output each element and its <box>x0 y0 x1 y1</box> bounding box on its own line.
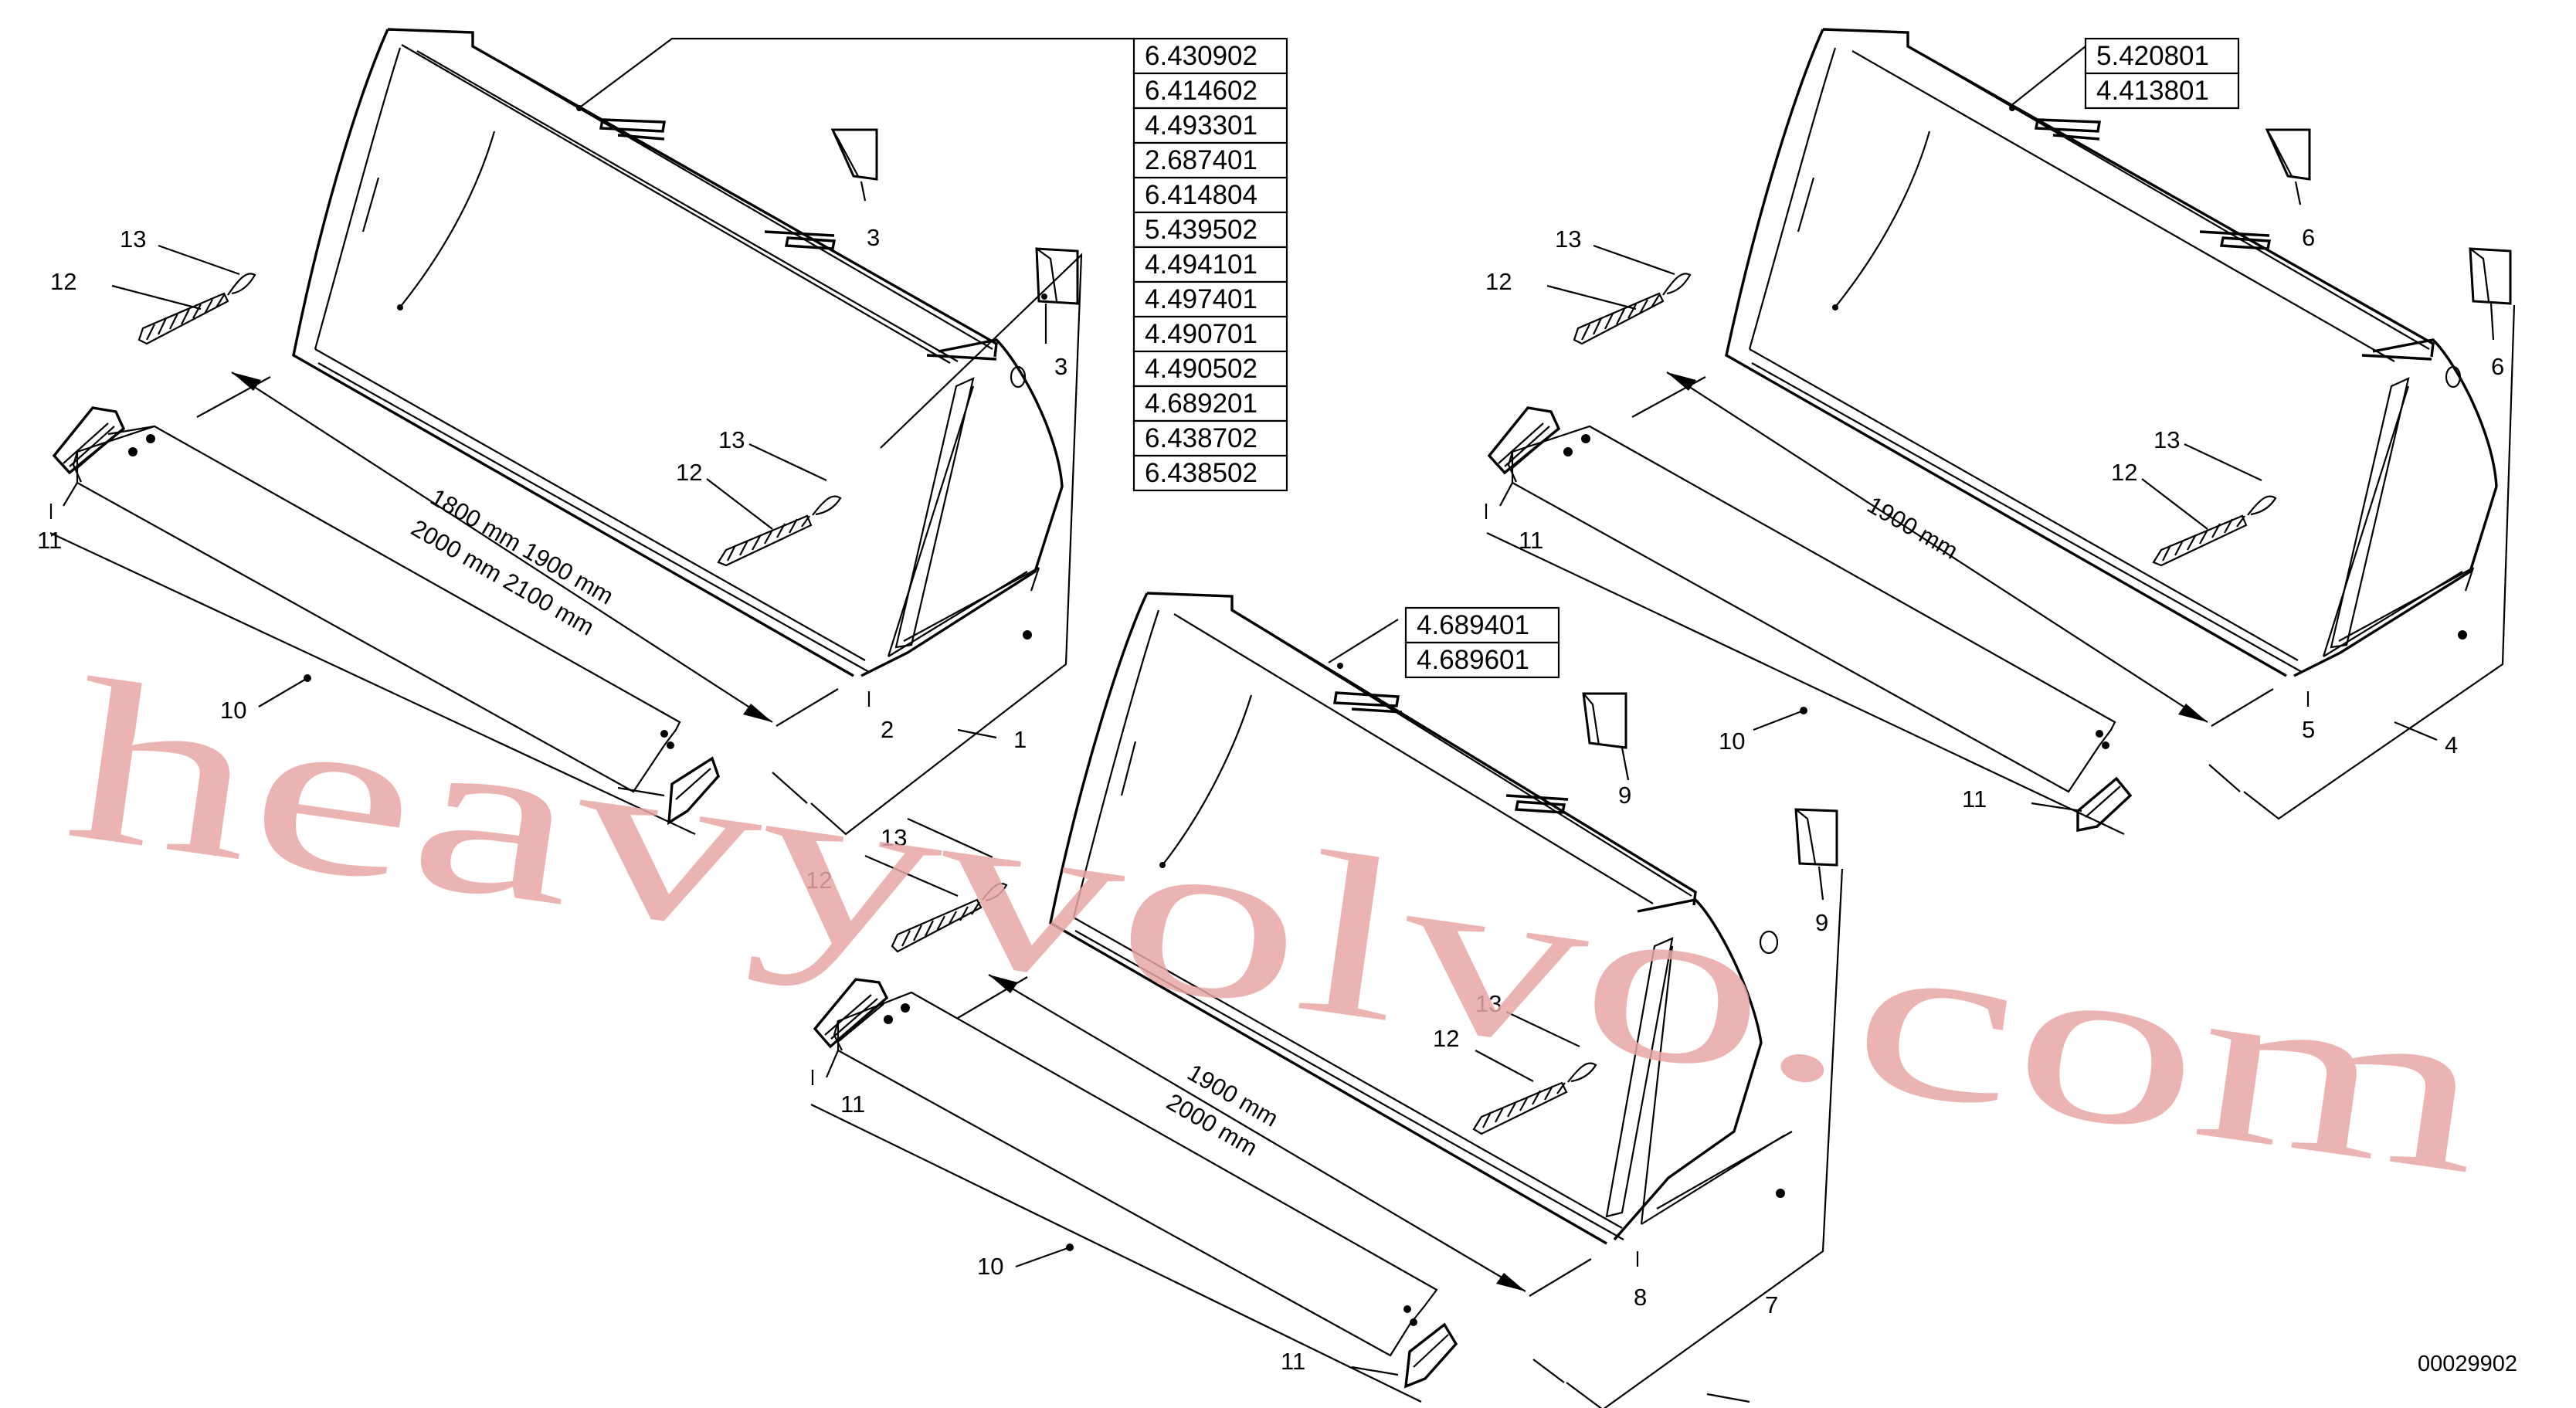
bucket-2-wear-parts <box>1582 692 1838 867</box>
part-number-cell <box>1132 350 1288 388</box>
bucket-1-spring-label: 12 <box>50 268 76 295</box>
bucket-1-table-leader <box>580 37 1134 107</box>
part-number-text: 6.414602 <box>1145 76 1257 106</box>
bucket-3-leaders <box>1485 46 2516 835</box>
part-number-cell <box>1404 641 1560 679</box>
bucket-1-clip-label: 11 <box>37 527 62 554</box>
bucket-2-body <box>1049 592 1793 1245</box>
bucket-3: 1900 mm 13 12 13 12 6 6 11 <box>1485 28 2516 835</box>
bucket-2-spring-label-2: 12 <box>1433 1025 1459 1052</box>
part-number-cell <box>1132 37 1288 75</box>
part-number-text: 6.438702 <box>1145 423 1257 453</box>
bucket-1-part-number-table: 6.430902 6.414602 4.493301 2.687401 6.414804… <box>1132 37 1288 492</box>
bucket-2-pin-label: 13 <box>881 824 907 851</box>
bucket-3-edge-label: 10 <box>1719 728 1745 755</box>
part-number-text: 4.494101 <box>1145 249 1257 280</box>
bucket-3-labels: 13 12 13 12 6 6 11 11 10 5 4 <box>1485 224 2504 813</box>
bucket-2-assembly-label: 7 <box>1765 1291 1778 1318</box>
part-number-cell <box>1132 107 1288 144</box>
part-number-cell <box>1404 606 1560 644</box>
bucket-1-wear-part-label-2: 3 <box>1054 353 1067 380</box>
bucket-2-edge-label: 10 <box>977 1253 1003 1280</box>
part-number-text: 6.414804 <box>1145 180 1257 210</box>
part-number-text: 4.490502 <box>1145 354 1257 384</box>
bucket-3-body-label: 5 <box>2302 716 2315 743</box>
part-number-cell <box>1132 315 1288 353</box>
bucket-1-body-label: 2 <box>881 716 894 743</box>
bucket-2-wear-part-label: 9 <box>1618 782 1631 809</box>
part-number-cell <box>1132 280 1288 318</box>
bucket-3-pin-label: 13 <box>1555 226 1581 253</box>
bucket-2-springs <box>891 882 1597 1135</box>
part-number-cell <box>1132 176 1288 214</box>
part-number-text: 6.430902 <box>1145 41 1257 71</box>
bucket-1-edge-label: 10 <box>220 697 246 724</box>
bucket-3-clip-label-2: 11 <box>1962 785 1987 813</box>
part-number-cell <box>1132 454 1288 492</box>
part-number-cell <box>1132 246 1288 283</box>
part-number-text: 4.493301 <box>1145 110 1257 141</box>
bucket-2-labels: 13 12 13 12 9 9 11 11 10 8 7 <box>806 782 1828 1375</box>
part-number-cell <box>1132 72 1288 110</box>
bucket-1-pin-label: 13 <box>120 226 146 253</box>
bucket-2-leaders <box>810 619 1844 1408</box>
bucket-3-body <box>1725 28 2498 677</box>
part-number-text: 4.497401 <box>1145 284 1257 314</box>
part-number-cell <box>2084 37 2240 75</box>
part-number-text: 4.413801 <box>2096 76 2209 106</box>
bucket-3-wear-part-label: 6 <box>2302 224 2315 251</box>
bucket-2-clip-label: 11 <box>840 1091 865 1118</box>
watermark: heavyvolvo.com <box>55 630 2500 1223</box>
bucket-2-spring-label: 12 <box>806 867 832 894</box>
bucket-3-spring-label-2: 12 <box>2111 459 2137 486</box>
bucket-2-edge <box>813 978 1458 1389</box>
bucket-3-dimension-line-1: 1900 mm <box>1863 491 1963 565</box>
bucket-2-clip-label-2: 11 <box>1281 1348 1305 1375</box>
bucket-2-wear-part-label-2: 9 <box>1815 909 1828 936</box>
bucket-3-wear-part-label-2: 6 <box>2491 353 2504 380</box>
bucket-2-body-label: 8 <box>1634 1284 1647 1311</box>
bucket-3-clip-label: 11 <box>1519 527 1543 554</box>
bucket-1-assembly-label: 1 <box>1013 726 1027 753</box>
bucket-1-labels: 13 12 13 12 3 3 11 10 2 1 <box>37 224 1067 753</box>
part-number-text: 6.438502 <box>1145 458 1257 488</box>
bucket-3-edge <box>1487 406 2133 833</box>
drawing-code: 00029902 <box>2418 1352 2517 1376</box>
part-number-text: 4.689601 <box>1417 645 1529 675</box>
part-number-cell <box>1132 385 1288 422</box>
bucket-1-leaders <box>49 181 1083 836</box>
part-number-text: 5.439502 <box>1145 215 1257 245</box>
part-number-text: 2.687401 <box>1145 145 1257 175</box>
bucket-3-spring-label: 12 <box>1485 268 1512 295</box>
part-number-text: 5.420801 <box>2096 41 2209 71</box>
bucket-3-wear-parts <box>2265 128 2512 305</box>
bucket-3-part-number-table: 5.420801 4.413801 <box>2084 37 2240 110</box>
bucket-1-springs <box>137 273 842 567</box>
bucket-3-dimension: 1900 mm <box>1631 372 2274 727</box>
part-number-text: 4.490701 <box>1145 319 1257 349</box>
bucket-2-pin-label-2: 13 <box>1475 990 1502 1017</box>
bucket-3-assembly-label: 4 <box>2445 731 2458 758</box>
bucket-1-pin-label-2: 13 <box>718 426 745 453</box>
part-number-text: 4.689401 <box>1417 610 1529 640</box>
bucket-3-pin-label-2: 13 <box>2153 426 2180 453</box>
bucket-1-wear-part-label: 3 <box>867 224 880 251</box>
bucket-3-springs <box>1573 273 2277 567</box>
bucket-1-spring-label-2: 12 <box>676 459 702 486</box>
part-number-text: 4.689201 <box>1145 388 1257 419</box>
part-number-cell <box>2084 72 2240 110</box>
bucket-1-body <box>292 28 1064 677</box>
bucket-2-part-number-table: 4.689401 4.689601 <box>1404 606 1560 679</box>
bucket-1-wear-parts <box>830 128 1079 305</box>
part-number-cell <box>1132 211 1288 249</box>
